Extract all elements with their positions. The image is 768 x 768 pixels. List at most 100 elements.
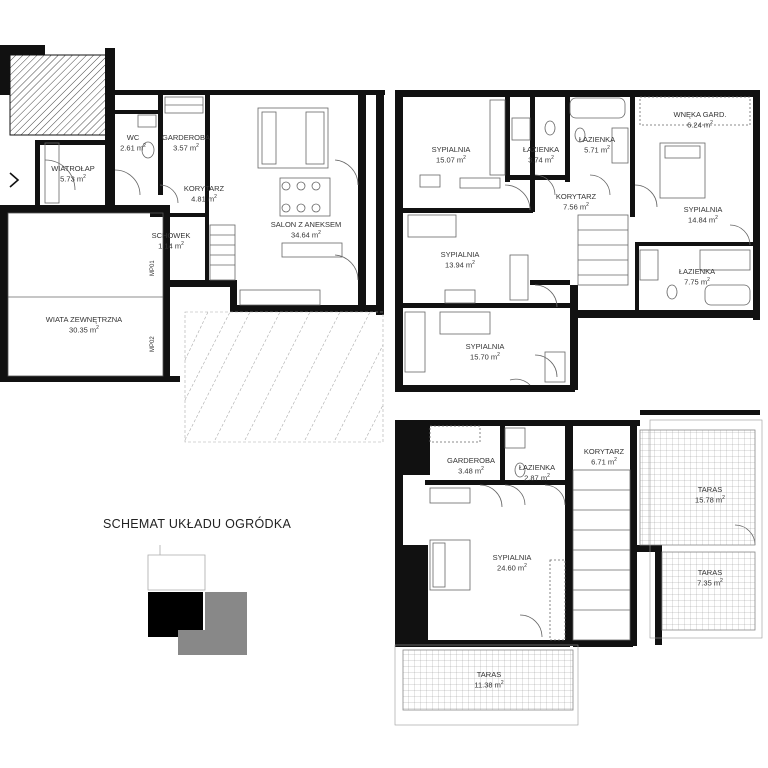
- room-name: ŁAZIENKA: [578, 135, 616, 144]
- area-superscript: 2: [318, 230, 321, 236]
- room-area: 4.81 m2: [191, 194, 217, 204]
- room-name: WIATA ZEWNĘTRZNA: [45, 315, 123, 324]
- second-floor: [395, 410, 760, 647]
- room-name: SYPIALNIA: [440, 250, 480, 259]
- area-superscript: 2: [710, 120, 713, 126]
- area-superscript: 2: [722, 495, 725, 501]
- room-name: SYPIALNIA: [431, 145, 471, 154]
- area-superscript: 2: [497, 352, 500, 358]
- room-area: 34.64 m2: [291, 230, 321, 240]
- second-floor-furniture: [429, 425, 756, 641]
- room-name: KORYTARZ: [555, 192, 597, 201]
- room-name: TARAS: [697, 485, 723, 494]
- area-superscript: 2: [715, 215, 718, 221]
- room-area: 6.71 m2: [591, 457, 617, 467]
- area-superscript: 2: [463, 155, 466, 161]
- room-name: SYPIALNIA: [683, 205, 723, 214]
- garden-scheme-title: SCHEMAT UKŁADU OGRÓDKA: [103, 517, 292, 531]
- marker-mp02: MP02: [150, 336, 156, 352]
- room-name: ŁAZIENKA: [678, 267, 716, 276]
- room-area: 15.07 m2: [436, 155, 466, 165]
- first-floor: [395, 90, 760, 392]
- room-name: ŁAZIENKA: [518, 463, 556, 472]
- room-area: 7.75 m2: [684, 277, 710, 287]
- ground-floor-furniture: [7, 96, 359, 377]
- room-name: SALON Z ANEKSEM: [270, 220, 342, 229]
- room-area: 15.78 m2: [695, 495, 725, 505]
- room-area: 30.35 m2: [69, 325, 99, 335]
- area-superscript: 2: [607, 145, 610, 151]
- room-area: 7.35 m2: [697, 578, 723, 588]
- area-superscript: 2: [472, 260, 475, 266]
- area-superscript: 2: [83, 174, 86, 180]
- garden-scheme: [147, 545, 247, 655]
- room-area: 3.57 m2: [173, 143, 199, 153]
- garden-area: [184, 311, 384, 443]
- area-superscript: 2: [586, 202, 589, 208]
- room-name: SYPIALNIA: [465, 342, 505, 351]
- room-name: WNĘKA GARD.: [673, 110, 727, 119]
- room-name: KORYTARZ: [183, 184, 225, 193]
- area-superscript: 2: [96, 325, 99, 331]
- marker-mp01: MP01: [150, 260, 156, 276]
- room-area: 5.73 m2: [60, 174, 86, 184]
- room-name: SYPIALNIA: [492, 553, 532, 562]
- room-name: WIATROŁAP: [51, 164, 95, 173]
- room-name: ŁAZIENKA: [522, 145, 560, 154]
- area-superscript: 2: [524, 563, 527, 569]
- room-area: 24.60 m2: [497, 563, 527, 573]
- room-name: SCHOWEK: [151, 231, 191, 240]
- area-superscript: 2: [551, 155, 554, 161]
- area-superscript: 2: [547, 473, 550, 479]
- room-area: 6.24 m2: [687, 120, 713, 130]
- room-label: WNĘKA GARD.6.24 m2: [674, 110, 727, 130]
- room-name: TARAS: [697, 568, 723, 577]
- room-area: 11.38 m2: [474, 680, 504, 690]
- room-name: GARDEROBA: [447, 456, 495, 465]
- first-floor-furniture: [404, 96, 751, 386]
- room-area: 7.56 m2: [563, 202, 589, 212]
- entrance-arrow-icon: [9, 172, 20, 188]
- room-name: TARAS: [476, 670, 502, 679]
- room-name: GARDEROBA: [162, 133, 210, 142]
- area-superscript: 2: [143, 143, 146, 149]
- area-superscript: 2: [614, 457, 617, 463]
- area-superscript: 2: [707, 277, 710, 283]
- room-area: 3.74 m2: [528, 155, 554, 165]
- ground-floor: [0, 45, 385, 382]
- room-area: 13.94 m2: [445, 260, 475, 270]
- terraces: [402, 429, 756, 711]
- room-area: 2.87 m2: [524, 473, 550, 483]
- room-name: WC: [126, 133, 140, 142]
- area-superscript: 2: [196, 143, 199, 149]
- room-area: 2.61 m2: [120, 143, 146, 153]
- room-name: KORYTARZ: [583, 447, 625, 456]
- room-area: 15.70 m2: [470, 352, 500, 362]
- area-superscript: 2: [481, 466, 484, 472]
- area-superscript: 2: [181, 241, 184, 247]
- room-area: 14.84 m2: [688, 215, 718, 225]
